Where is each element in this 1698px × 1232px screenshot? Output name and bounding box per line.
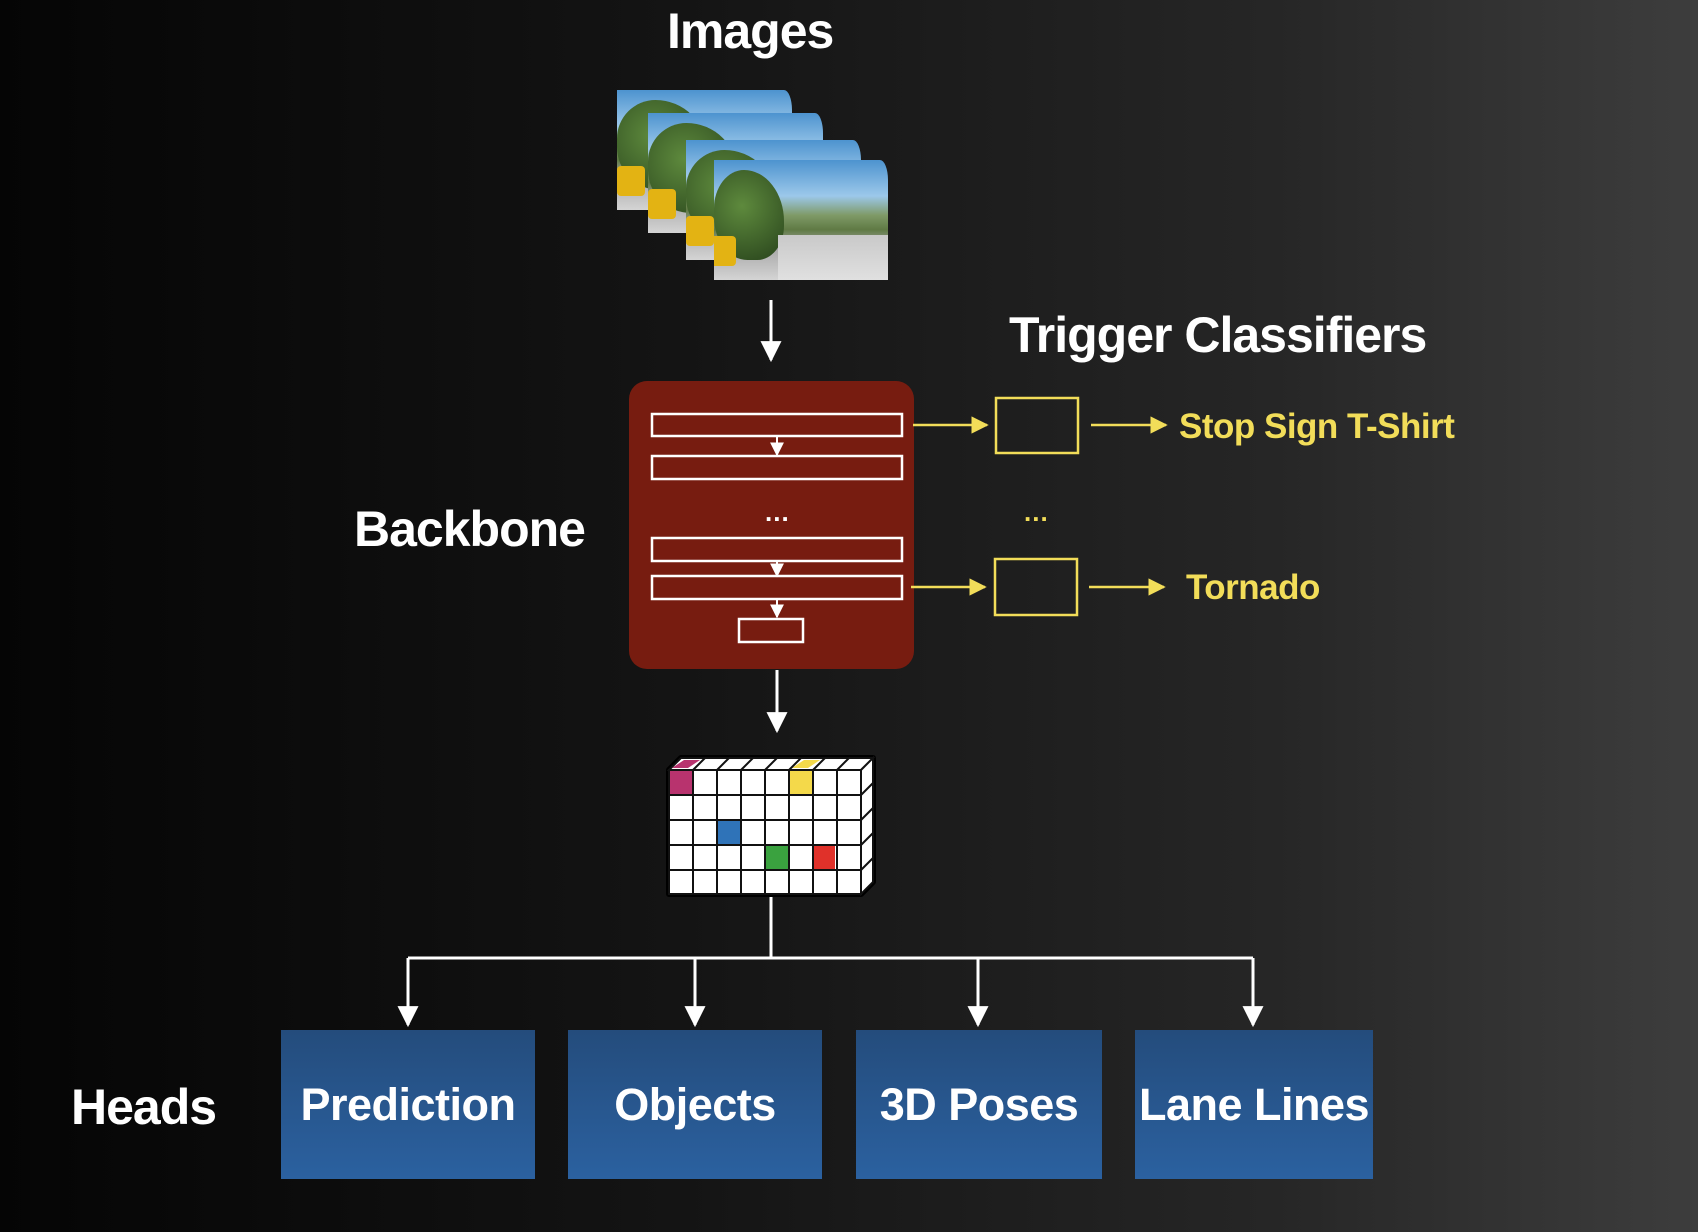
feature-grid [666,755,876,897]
backbone-title: Backbone [354,501,586,557]
images-title: Images [667,3,834,59]
heads-title: Heads [71,1079,217,1135]
head-prediction: Prediction [281,1030,535,1179]
trigger-label-tornado: Tornado [1186,568,1320,607]
head-connectors [397,897,1264,1028]
head-label: Prediction [300,1078,516,1130]
head-lane-lines: Lane Lines [1135,1030,1373,1179]
backbone-layer-1 [650,412,904,438]
classifier-box-2 [993,557,1079,617]
classifier-box-1 [994,396,1080,455]
classifiers-ellipsis: ... [1024,497,1049,527]
head-3d-poses: 3D Poses [856,1030,1102,1179]
backbone-output-layer [737,617,805,644]
trigger-classifiers-title: Trigger Classifiers [1009,307,1427,363]
head-label: Objects [614,1078,776,1130]
backbone-block [629,381,914,669]
trigger-label-stop-sign-tshirt: Stop Sign T-Shirt [1179,407,1455,446]
head-label: Lane Lines [1138,1078,1370,1130]
backbone-ellipsis: ... [765,497,790,527]
backbone-layer-3 [650,536,904,563]
head-objects: Objects [568,1030,822,1179]
camera-image-4 [714,160,888,280]
head-label: 3D Poses [879,1078,1079,1130]
